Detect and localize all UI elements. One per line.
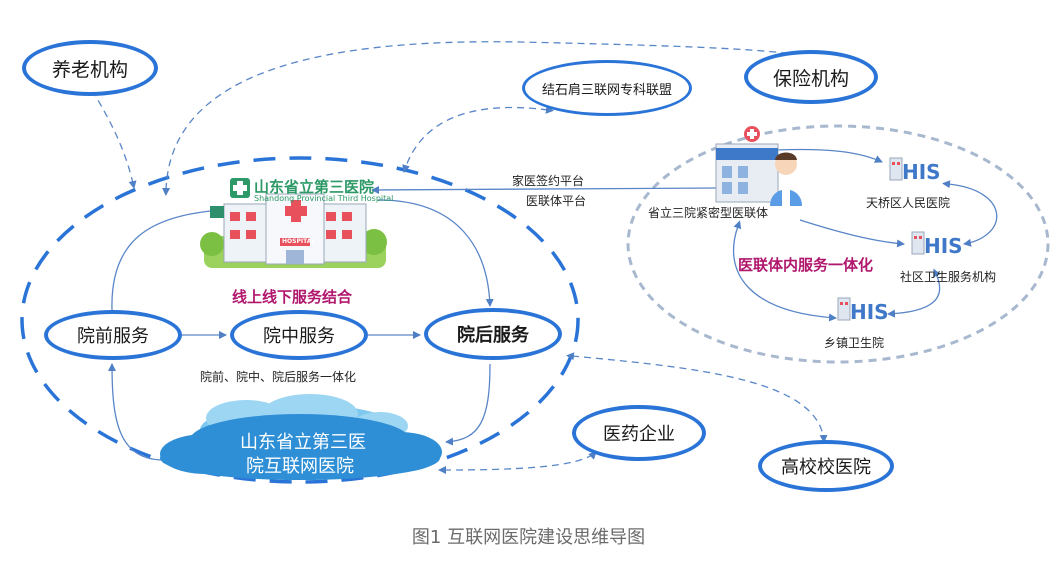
- internet-hospital-cloud: [160, 394, 442, 480]
- doctor-icon: [770, 152, 802, 206]
- his-building-icon-tianqiao: [889, 157, 903, 181]
- figure-caption: 图1 互联网医院建设思维导图: [411, 527, 646, 548]
- platform-link-arrow: [371, 185, 717, 194]
- his-building-icon-township: [837, 297, 851, 321]
- pharma-node: 医药企业: [572, 405, 706, 461]
- alliance-to-township-arrow: [733, 220, 837, 322]
- elderly-care-node: 养老机构: [22, 40, 158, 96]
- his-mark-tianqiao: HIS: [902, 160, 941, 184]
- tianqiao-to-community-arrow: [942, 180, 998, 247]
- universities-node: 高校校医院: [758, 440, 894, 492]
- post-to-cloud-arrow: [445, 363, 491, 446]
- community-to-township-arrow: [887, 268, 941, 318]
- hospital-sign: HOSPITAL: [282, 238, 316, 245]
- alliance-to-tianqiao-arrow: [770, 145, 883, 163]
- compact-alliance-label: 省立三院紧密型医联体: [648, 206, 769, 220]
- insurance-node: 保险机构: [744, 50, 878, 104]
- post-service-node: 院后服务: [424, 308, 562, 360]
- hospital-logo-en: Shandong Provincial Third Hospital: [254, 194, 394, 203]
- integration-label: 院前、院中、院后服务一体化: [200, 370, 357, 384]
- tianqiao-hospital-label: 天桥区人民医院: [866, 196, 951, 210]
- alliance-integration-label: 医联体内服务一体化: [738, 256, 874, 274]
- university-link-arrow: [566, 352, 828, 443]
- alliance-platform-label: 医联体平台: [526, 194, 587, 208]
- his-building-icon-community: [911, 231, 925, 255]
- insurance-link-arrow: [162, 41, 811, 196]
- cloud-to-pre-arrow: [108, 363, 165, 461]
- alliance-specialty-arrow: [402, 105, 554, 173]
- alliance-to-community-arrow: [799, 219, 905, 248]
- alliance-boundary: [626, 124, 1050, 364]
- hospital-to-post-arrow: [377, 199, 494, 307]
- his-mark-township: HIS: [850, 300, 889, 324]
- alliance-hospital-icon: [715, 126, 779, 203]
- pre-to-hospital-arrow: [111, 206, 223, 311]
- specialty-alliance-node: 结石肩三联网专科联盟: [522, 60, 692, 116]
- elderly-to-core-arrow: [88, 84, 137, 189]
- hospital-logo-cn: 山东省立第三医院: [254, 178, 375, 196]
- hospital-building-icon: [200, 193, 387, 268]
- cloud-title-line2: 院互联网医院: [246, 456, 354, 477]
- community-center-label: 社区卫生服务机构: [900, 270, 997, 284]
- pre-service-node: 院前服务: [44, 310, 182, 360]
- mid-service-node: 院中服务: [230, 310, 368, 360]
- online-offline-label: 线上线下服务结合: [232, 288, 353, 306]
- family-platform-label: 家医签约平台: [512, 174, 585, 188]
- township-hospital-label: 乡镇卫生院: [824, 336, 885, 350]
- cloud-title-line1: 山东省立第三医: [240, 432, 366, 453]
- hospital-logo-icon: [230, 178, 250, 198]
- his-mark-community: HIS: [924, 234, 963, 258]
- pharma-link-arrow: [438, 451, 597, 474]
